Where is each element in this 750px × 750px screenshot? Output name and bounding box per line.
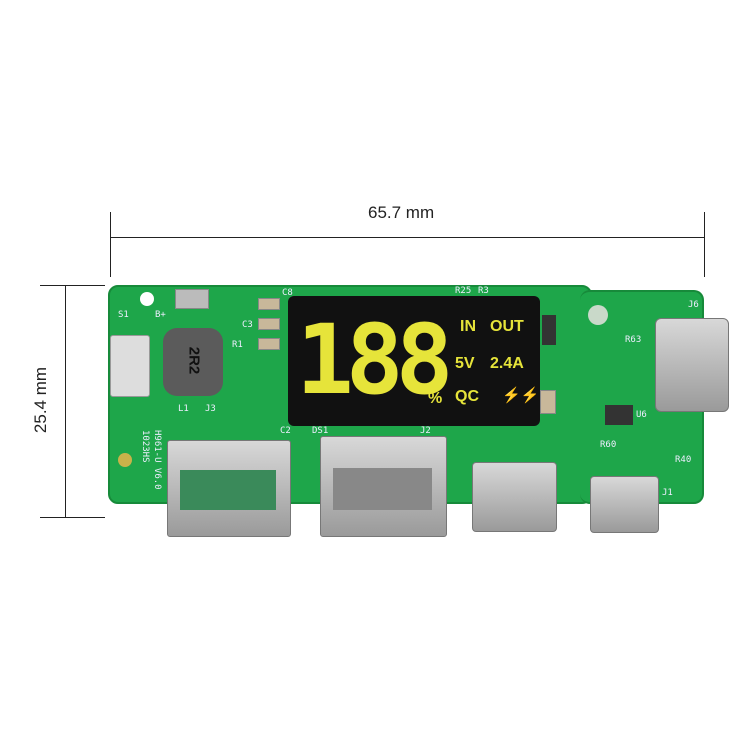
chip (542, 315, 556, 345)
capacitor (258, 338, 280, 350)
width-dimension-line (110, 237, 705, 238)
mount-pad (118, 453, 132, 467)
chip-u6 (605, 405, 633, 425)
silk-label-j1: J1 (662, 488, 673, 498)
percent-sign: % (428, 390, 443, 407)
width-tick-right (704, 212, 705, 277)
fast-charge-icon: ⚡⚡ (502, 387, 540, 404)
silk-label-l1: L1 (178, 404, 189, 414)
inductor-label: 2R2 (185, 346, 203, 375)
height-dimension-line (65, 285, 66, 518)
silk-label-b-plus: B+ (155, 310, 166, 320)
capacitor (540, 390, 556, 414)
width-tick-left (110, 212, 111, 277)
board-code-label: 1023HS (140, 430, 150, 463)
board-model-label: H961-U V6.0 (152, 430, 162, 490)
inductor (163, 328, 223, 396)
silk-label-j2: J2 (420, 426, 431, 436)
usb-c-port[interactable] (472, 462, 557, 532)
smd-pad (175, 289, 209, 309)
silk-label-ds1: DS1 (312, 426, 329, 436)
silk-label-s1: S1 (118, 310, 129, 320)
voltage-indicator: 5V (455, 355, 475, 372)
capacitor (258, 298, 280, 310)
width-label: 65.7 mm (368, 203, 435, 222)
micro-usb-port[interactable] (590, 476, 659, 533)
silk-label-r63: R63 (625, 335, 642, 345)
height-label: 25.4 mm (31, 366, 51, 434)
silk-label-r25: R25 (455, 286, 472, 296)
lcd-display (288, 296, 540, 426)
silk-label-r60: R60 (600, 440, 617, 450)
silk-label-c2: C2 (280, 426, 291, 436)
usb-a-tongue (333, 468, 432, 510)
silk-label-r1: R1 (232, 340, 243, 350)
current-indicator: 2.4A (490, 355, 524, 372)
capacitor (258, 318, 280, 330)
usb-c-input-port[interactable] (655, 318, 729, 412)
silk-label-c8: C8 (282, 288, 293, 298)
battery-percent-digits: 188 (296, 304, 453, 416)
in-indicator: IN (460, 318, 476, 335)
usb-a-tongue (180, 470, 276, 510)
qc-indicator: QC (455, 388, 479, 405)
silk-label-j6: J6 (688, 300, 699, 310)
power-switch[interactable] (110, 335, 150, 397)
silk-label-r3: R3 (478, 286, 489, 296)
mount-hole (588, 305, 608, 325)
height-tick-bottom (40, 517, 105, 518)
silk-label-j3: J3 (205, 404, 216, 414)
height-tick-top (40, 285, 105, 286)
silk-label-u6: U6 (636, 410, 647, 420)
silk-label-c3: C3 (242, 320, 253, 330)
out-indicator: OUT (490, 318, 524, 335)
silk-label-r40: R40 (675, 455, 692, 465)
mount-hole (140, 292, 154, 306)
